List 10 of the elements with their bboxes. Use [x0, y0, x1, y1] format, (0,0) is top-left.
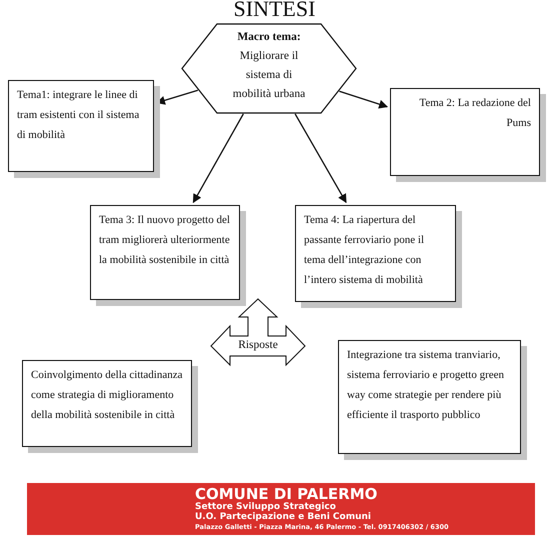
banner-text: U.O. Partecipazione e Beni Comuni	[195, 512, 372, 522]
arrow	[339, 90, 388, 109]
node-text: Risposte	[237, 338, 279, 352]
arrow	[192, 114, 244, 204]
banner-text: Settore Sviluppo Strategico	[195, 502, 337, 512]
banner-heading: COMUNE DI PALERMO	[195, 486, 378, 502]
arrow	[294, 114, 347, 204]
node-text: Migliorare il sistema di mobilità urbana	[232, 50, 306, 100]
node-text: Macro tema:	[237, 31, 301, 43]
diagram-title: SINTESI	[232, 0, 316, 22]
